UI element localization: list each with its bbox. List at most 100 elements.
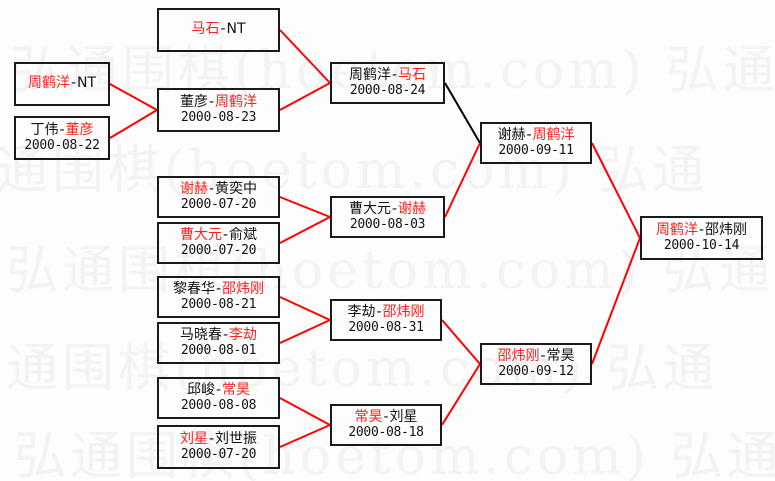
- player-left: 丁伟: [30, 121, 59, 138]
- match-pairing: 董彦-周鹤洋: [179, 93, 258, 110]
- connector-line-m14-to-m15: [279, 424, 331, 448]
- connector-line-m03-to-m04: [109, 109, 158, 139]
- pairing-separator: -: [222, 226, 229, 243]
- connector-line-m09-to-m17: [591, 142, 641, 239]
- match-date: 2000-07-20: [180, 447, 257, 463]
- match-pairing: 谢赫-黄奕中: [179, 180, 257, 197]
- connector-line-m10-to-m12: [279, 296, 331, 321]
- player-right: 刘世振: [215, 430, 258, 447]
- connector-line-m13-to-m15: [279, 397, 331, 426]
- match-pairing: 曹大元-谢赫: [348, 200, 427, 217]
- connector-line-m15-to-m16: [441, 363, 481, 426]
- player-right: 邵炜刚: [222, 280, 265, 297]
- match-pairing: 周鹤洋-邵炜刚: [655, 221, 748, 238]
- pairing-separator: -: [376, 303, 382, 320]
- player-right: 邵炜刚: [705, 221, 748, 238]
- match-date: 2000-08-18: [348, 425, 424, 441]
- match-date: 2000-07-20: [180, 243, 257, 259]
- player-right: 周鹤洋: [215, 93, 258, 110]
- player-right: 董彦: [65, 121, 94, 138]
- pairing-separator: -: [208, 430, 215, 447]
- pairing-separator: -: [220, 21, 226, 38]
- match-pairing: 李劫-邵炜刚: [347, 303, 425, 320]
- player-left: 周鹤洋: [348, 66, 391, 83]
- match-pairing: 黎春华-邵炜刚: [173, 280, 265, 297]
- watermark-text: 弘通围棋(hoetom.com) 弘通: [0, 141, 709, 201]
- player-left: 马石: [191, 21, 220, 38]
- player-left: 曹大元: [348, 200, 391, 217]
- player-left: 谢赫: [179, 180, 208, 197]
- pairing-separator: -: [215, 381, 222, 398]
- pairing-separator: -: [540, 347, 546, 364]
- match-pairing: 邵炜刚-常昊: [497, 347, 574, 364]
- match-date: 2000-09-11: [498, 143, 574, 159]
- connector-line-m16-to-m17: [591, 237, 641, 365]
- player-left: 周鹤洋: [655, 221, 698, 238]
- pairing-separator: -: [208, 93, 215, 110]
- player-left: 邵炜刚: [497, 347, 540, 364]
- match-pairing: 丁伟-董彦: [30, 121, 94, 138]
- match-pairing: 马晓春-李劫: [179, 326, 258, 343]
- player-left: 马晓春: [179, 326, 222, 343]
- pairing-separator: -: [208, 180, 215, 197]
- match-date: 2000-08-08: [180, 398, 257, 414]
- match-box-m01[interactable]: 马石-NT: [157, 8, 280, 52]
- pairing-separator: -: [526, 126, 532, 143]
- match-date: 2000-10-14: [663, 238, 740, 254]
- player-right: 常昊: [222, 381, 251, 398]
- connector-line-m01-to-m05: [279, 29, 331, 84]
- match-pairing: 邱峻-常昊: [187, 381, 251, 398]
- connector-line-m06-to-m08: [279, 196, 331, 218]
- connector-line-m02-to-m04: [109, 83, 158, 111]
- match-date: 2000-08-22: [24, 138, 100, 154]
- match-date: 2000-08-23: [180, 110, 257, 126]
- player-left: 谢赫: [497, 126, 526, 143]
- connector-line-m04-to-m05: [279, 82, 331, 111]
- match-pairing: 周鹤洋-NT: [28, 76, 96, 91]
- player-left: 周鹤洋: [27, 75, 70, 92]
- match-pairing: 马石-NT: [191, 22, 245, 37]
- match-date: 2000-08-21: [180, 297, 257, 313]
- match-box-m02[interactable]: 周鹤洋-NT: [14, 62, 110, 106]
- pairing-separator: -: [59, 121, 65, 138]
- pairing-separator: -: [215, 280, 222, 297]
- player-right: 谢赫: [398, 200, 427, 217]
- connector-line-m05-to-m09: [444, 82, 481, 144]
- pairing-separator: -: [391, 66, 398, 83]
- player-right: NT: [226, 21, 246, 38]
- match-pairing: 常昊-刘星: [354, 408, 417, 425]
- pairing-separator: -: [391, 200, 398, 217]
- pairing-separator: -: [383, 408, 389, 425]
- pairing-separator: -: [70, 75, 77, 92]
- connector-line-m11-to-m12: [279, 319, 331, 344]
- match-pairing: 谢赫-周鹤洋: [497, 126, 574, 143]
- connector-line-m12-to-m16: [441, 319, 481, 365]
- connector-line-m08-to-m09: [444, 142, 481, 218]
- player-right: 俞斌: [229, 226, 258, 243]
- player-left: 李劫: [347, 303, 376, 320]
- player-right: 马石: [398, 66, 427, 83]
- pairing-separator: -: [222, 326, 229, 343]
- match-date: 2000-08-31: [348, 320, 424, 336]
- player-right: 李劫: [229, 326, 258, 343]
- player-left: 董彦: [179, 93, 208, 110]
- match-date: 2000-08-24: [349, 83, 426, 99]
- connector-line-m07-to-m08: [279, 216, 331, 244]
- player-right: 邵炜刚: [382, 303, 425, 320]
